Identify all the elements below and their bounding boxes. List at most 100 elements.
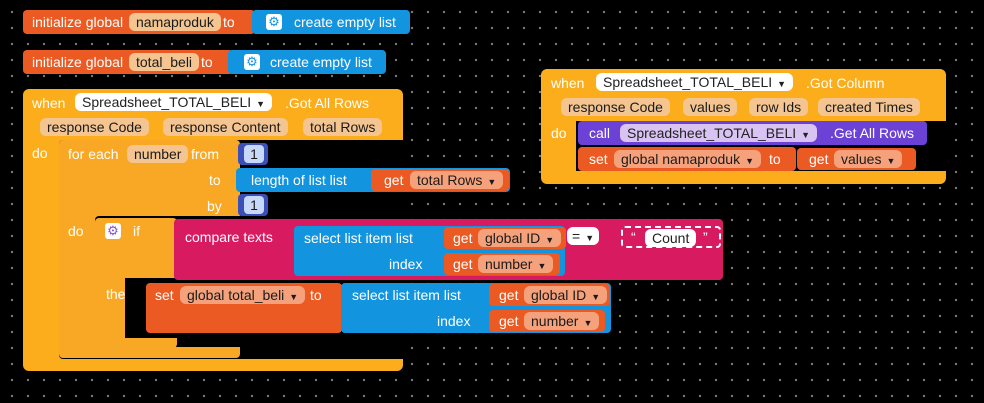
- by-number[interactable]: 1: [244, 196, 264, 214]
- chevron-down-icon: ▼: [886, 156, 896, 166]
- set-label: set: [155, 287, 174, 303]
- var-values: values: [841, 151, 882, 167]
- param-values[interactable]: values: [683, 98, 738, 116]
- gear-icon[interactable]: ⚙: [244, 54, 260, 70]
- get-label: get: [453, 256, 473, 272]
- set-namaproduk-block[interactable]: set global namaproduk ▼ to: [578, 147, 796, 171]
- chevron-down-icon: ▼: [801, 130, 811, 140]
- get-values-block[interactable]: get values▼: [797, 148, 916, 170]
- component-dropdown[interactable]: Spreadsheet_TOTAL_BELI▼: [75, 93, 273, 111]
- to-label: to: [769, 151, 781, 167]
- do-label: do: [32, 145, 48, 161]
- var-global-id: global ID: [485, 230, 541, 246]
- compare-op-dropdown[interactable]: =▼: [567, 227, 600, 245]
- component-name: Spreadsheet_TOTAL_BELI: [603, 74, 773, 90]
- compare-texts-label: compare texts: [185, 229, 273, 245]
- number-block[interactable]: 1: [238, 143, 268, 165]
- select-list-item-label: select list item list: [304, 230, 413, 246]
- to-label: to: [310, 287, 322, 303]
- var-dropdown[interactable]: total Rows ▼: [410, 171, 504, 189]
- param-created-times[interactable]: created Times: [818, 98, 920, 116]
- to-label: to: [201, 54, 213, 70]
- var-total-rows: total Rows: [417, 172, 483, 188]
- var-dropdown[interactable]: number ▼: [524, 312, 600, 330]
- var-name-namaproduk[interactable]: namaproduk: [129, 13, 221, 31]
- var-dropdown[interactable]: global total_beli ▼: [180, 286, 306, 304]
- init-global-label: initialize global: [32, 14, 124, 30]
- var-name-total-beli[interactable]: total_beli: [129, 53, 200, 71]
- chevron-down-icon: ▼: [777, 79, 787, 89]
- do-label: do: [551, 125, 567, 141]
- chevron-down-icon: ▼: [583, 318, 593, 328]
- create-empty-list-block[interactable]: ⚙ create empty list: [252, 10, 410, 34]
- event-name-label: .Got Column: [806, 75, 885, 91]
- chevron-down-icon: ▼: [745, 156, 755, 166]
- component-name: Spreadsheet_TOTAL_BELI: [82, 94, 252, 110]
- from-label: from: [191, 146, 219, 162]
- do-label: do: [68, 223, 84, 239]
- param-total-rows[interactable]: total Rows: [303, 118, 383, 136]
- param-response-code[interactable]: response Code: [561, 98, 670, 116]
- get-label: get: [499, 287, 519, 303]
- event-name-label: .Got All Rows: [285, 95, 370, 111]
- gear-icon[interactable]: ⚙: [105, 223, 121, 239]
- var-number: number: [485, 256, 533, 272]
- var-dropdown[interactable]: number ▼: [478, 255, 554, 273]
- chevron-down-icon: ▼: [537, 261, 547, 271]
- init-global-total-beli-block[interactable]: initialize global total_beli to: [23, 50, 233, 74]
- index-label: index: [389, 256, 423, 272]
- length-of-list-label: length of list list: [251, 172, 347, 188]
- component-dropdown[interactable]: Spreadsheet_TOTAL_BELI ▼: [620, 124, 818, 142]
- loop-var-number[interactable]: number: [127, 145, 189, 163]
- call-get-all-rows-block[interactable]: call Spreadsheet_TOTAL_BELI ▼ .Get All Ro…: [578, 121, 927, 145]
- get-label: get: [499, 313, 519, 329]
- param-response-content[interactable]: response Content: [163, 118, 288, 136]
- by-label: by: [207, 198, 222, 214]
- when-label: when: [32, 95, 66, 111]
- chevron-down-icon: ▼: [289, 292, 299, 302]
- chevron-down-icon: ▼: [585, 233, 595, 243]
- param-response-code[interactable]: response Code: [40, 118, 149, 136]
- get-global-id-block[interactable]: get global ID▼: [489, 284, 610, 306]
- chevron-down-icon: ▼: [545, 235, 555, 245]
- text-value[interactable]: Count: [645, 229, 697, 247]
- get-number-block[interactable]: get number ▼: [489, 310, 605, 332]
- param-row-ids[interactable]: row Ids: [749, 98, 809, 116]
- method-name-label: .Get All Rows: [830, 125, 915, 141]
- init-global-label: initialize global: [32, 54, 124, 70]
- create-empty-list-label: create empty list: [270, 54, 372, 70]
- text-literal[interactable]: “ Count ”: [621, 226, 721, 248]
- component-name: Spreadsheet_TOTAL_BELI: [627, 125, 797, 141]
- var-dropdown[interactable]: values ▼: [834, 150, 903, 168]
- var-global-id: global ID: [531, 287, 587, 303]
- var-dropdown[interactable]: global namaproduk ▼: [614, 150, 762, 168]
- get-number-block[interactable]: get number ▼: [444, 253, 560, 275]
- number-block[interactable]: 1: [238, 194, 268, 216]
- var-global-total-beli: global total_beli: [187, 287, 285, 303]
- var-number: number: [531, 313, 579, 329]
- component-dropdown[interactable]: Spreadsheet_TOTAL_BELI ▼: [596, 73, 794, 91]
- var-dropdown[interactable]: global ID▼: [524, 286, 608, 304]
- equals-op: =: [572, 228, 581, 244]
- set-label: set: [589, 151, 608, 167]
- create-empty-list-block[interactable]: ⚙ create empty list: [228, 50, 386, 74]
- for-each-label: for each: [68, 146, 119, 162]
- var-dropdown[interactable]: global ID ▼: [478, 229, 562, 247]
- from-number[interactable]: 1: [244, 145, 264, 163]
- to-label: to: [223, 14, 235, 30]
- set-total-beli-block[interactable]: set global total_beli ▼ to: [146, 283, 342, 333]
- select-list-item-label: select list item list: [352, 287, 461, 303]
- when-label: when: [551, 75, 585, 91]
- create-empty-list-label: create empty list: [294, 14, 396, 30]
- index-label: index: [437, 313, 471, 329]
- get-label: get: [453, 230, 473, 246]
- gear-icon[interactable]: ⚙: [266, 14, 282, 30]
- chevron-down-icon: ▼: [487, 177, 497, 187]
- get-total-rows-block[interactable]: get total Rows▼: [371, 169, 509, 191]
- to-label: to: [209, 172, 221, 188]
- var-global-namaproduk: global namaproduk: [621, 151, 741, 167]
- call-label: call: [589, 125, 611, 141]
- close-quote: ”: [703, 229, 708, 245]
- get-global-id-block[interactable]: get global ID ▼: [444, 227, 566, 249]
- init-global-namaproduk-block[interactable]: initialize global namaproduk to: [23, 10, 255, 34]
